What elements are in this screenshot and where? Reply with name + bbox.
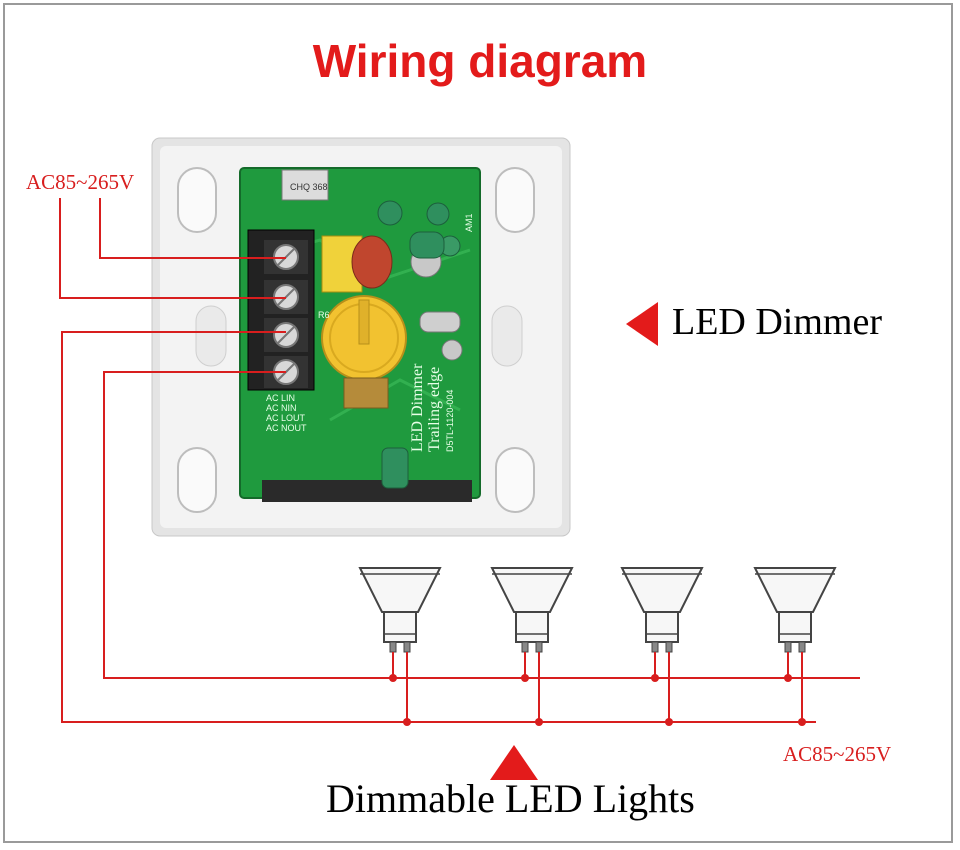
lamp-group <box>358 567 837 726</box>
wire-output-l-bus <box>103 371 860 679</box>
terminal-label-ac-nout: AC NOUT <box>266 423 307 433</box>
capacitor <box>381 447 409 489</box>
pcb-model-line2: Trailing edge <box>426 367 443 452</box>
crystal <box>419 311 461 333</box>
led-lamp <box>490 567 574 726</box>
mounting-slot <box>177 447 217 513</box>
relay-text: CHQ 368 <box>290 182 328 192</box>
capacitors <box>377 200 463 489</box>
capacitor <box>377 200 403 226</box>
dimmer-label: LED Dimmer <box>672 301 883 343</box>
diagram-title: Wiring diagram <box>312 35 648 87</box>
mounting-slot <box>195 305 227 367</box>
terminal-screw <box>264 318 308 352</box>
pcb-connector <box>262 480 472 502</box>
input-voltage-label: AC85~265V <box>26 170 135 194</box>
wiring <box>59 198 860 723</box>
terminal-label-ac-lout: AC LOUT <box>266 413 306 423</box>
mounting-slot <box>177 167 217 233</box>
pcb-code: D5TL-1120-004 <box>445 390 455 452</box>
led-lamp <box>358 567 442 726</box>
terminal-label-ac-lin: AC LIN <box>266 393 295 403</box>
mounting-slot <box>491 305 523 367</box>
junction-dot <box>798 718 806 726</box>
lights-label: Dimmable LED Lights <box>326 776 695 821</box>
junction-dot <box>665 718 673 726</box>
inductor <box>409 231 445 259</box>
junction-dot <box>521 674 529 682</box>
pcb-ref-r6: R6 <box>318 310 330 320</box>
mounting-slot <box>495 167 535 233</box>
lights-pointer-arrow <box>490 745 538 780</box>
led-lamp <box>620 567 704 726</box>
mounting-slot <box>495 447 535 513</box>
junction-dot <box>784 674 792 682</box>
junction-dot <box>535 718 543 726</box>
film-capacitor <box>351 235 393 289</box>
junction-dot <box>389 674 397 682</box>
pcb-model-line1: LED Dimmer <box>409 363 426 452</box>
junction-dot <box>651 674 659 682</box>
wire-input-l <box>99 198 286 259</box>
wire-input-n <box>59 198 286 299</box>
junction-dot <box>403 718 411 726</box>
terminal-block <box>247 229 315 391</box>
capacitor <box>441 339 463 361</box>
dimmer-pointer-arrow <box>626 302 658 346</box>
capacitor <box>426 202 450 226</box>
pcb-ref-am1: AM1 <box>464 213 474 232</box>
relay-module: CHQ 368 <box>281 169 329 201</box>
knob-base <box>343 377 389 409</box>
terminal-label-ac-nin: AC NIN <box>266 403 297 413</box>
led-lamp <box>753 567 837 726</box>
potentiometer-knob <box>321 295 407 409</box>
output-voltage-label: AC85~265V <box>783 742 892 766</box>
wire-output-n-bus <box>61 331 816 723</box>
image-border <box>3 3 953 843</box>
